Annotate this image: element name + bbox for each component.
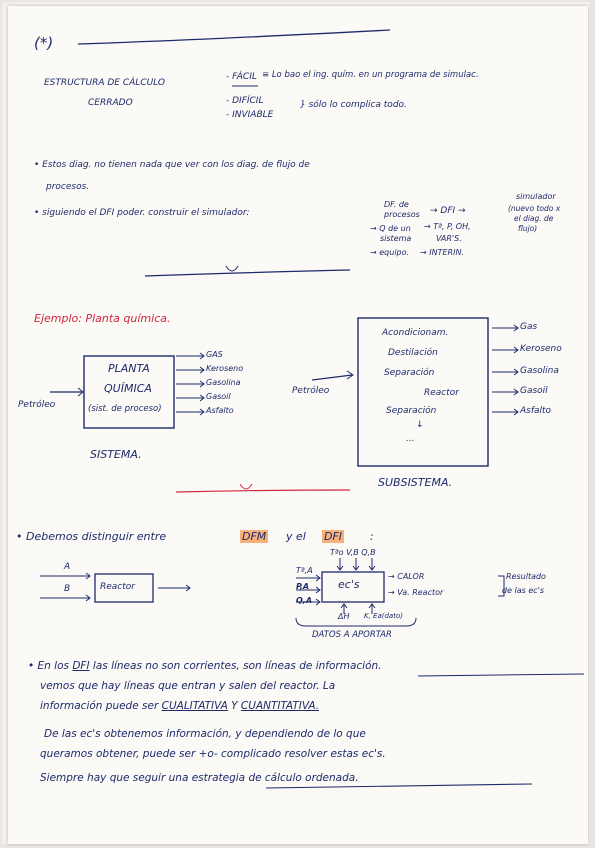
output-3: Gasolina	[206, 378, 241, 387]
bullet-diag-flujo-1: • Estos diag. no tienen nada que ver con…	[34, 160, 310, 170]
closing-1c: las líneas no son corrientes, son	[92, 660, 262, 672]
vars-2: VAR'S.	[436, 234, 462, 243]
top-vars: Tªo V,B Q,B	[330, 548, 376, 557]
estructura-label-2: CERRADO	[88, 98, 133, 108]
facil-description: ≡ Lo bao el ing. quím. en un programa de…	[262, 70, 479, 80]
left-var-pa: P,A	[296, 582, 310, 591]
closing-3d: CUANTITATIVA.	[240, 700, 320, 712]
vars-1: → Tª, P, OH,	[424, 222, 471, 231]
closing-line-2: vemos que hay líneas que entran y salen …	[40, 680, 336, 692]
simulador-label: simulador	[516, 192, 556, 201]
closing-line-6: Siempre hay que seguir una estrategia de…	[40, 772, 359, 784]
petroleo-input-left: Petróleo	[18, 400, 56, 410]
colon: :	[370, 530, 374, 543]
sub-item-4: Reactor	[424, 388, 459, 398]
q-sistema-1: → Q de un	[370, 224, 411, 233]
dfm-tag: DFM	[240, 530, 269, 543]
sub-item-5: Separación	[386, 406, 437, 416]
simulador-note-1: (nuevo todo x	[508, 204, 561, 213]
va-reactor-output: → Va. Reactor	[388, 588, 444, 597]
dificil-label: - DIFÍCIL	[226, 96, 264, 106]
sub-item-1: Acondicionam.	[382, 328, 449, 338]
sub-output-3: Gasolina	[520, 366, 559, 376]
planta-label-1: PLANTA	[108, 362, 150, 375]
brace-note: } sólo lo complica todo.	[300, 100, 407, 110]
sub-item-7: ...	[406, 434, 415, 444]
datos-aportar: DATOS A APORTAR	[312, 630, 392, 640]
inviable-label: - INVIABLE	[226, 110, 274, 120]
equipo-label: → equipo.	[370, 248, 410, 257]
sub-output-1: Gas	[520, 322, 538, 332]
sub-item-6: ↓	[416, 420, 424, 430]
df-procesos-2: procesos	[384, 210, 420, 219]
interin-label: → INTERIN.	[420, 248, 464, 257]
output-4: Gasoil	[206, 392, 231, 401]
dfi-tag: DFI	[322, 530, 345, 543]
closing-line-4: De las ec's obtenemos información, y dep…	[44, 728, 366, 740]
notebook-page	[8, 6, 588, 844]
subsistema-label: SUBSISTEMA.	[378, 476, 453, 489]
dfm-highlight: DFM	[240, 530, 269, 543]
bullet-dfi-simulador: • siguiendo el DFI poder. construir el s…	[34, 208, 250, 218]
dfi-highlight: DFI	[322, 530, 345, 543]
facil-label: - FÁCIL	[226, 72, 257, 82]
output-1: GAS	[206, 350, 223, 359]
closing-1d: líneas de información.	[265, 660, 382, 672]
left-var-ta: Tª,A	[296, 566, 313, 575]
closing-1b: DFI	[72, 660, 90, 672]
closing-line-1: • En los DFI las líneas no son corriente…	[28, 660, 381, 672]
planta-label-2: QUÍMICA	[104, 382, 152, 395]
stream-a: A	[64, 562, 71, 572]
sub-item-3: Separación	[384, 368, 435, 378]
closing-3c: Y	[231, 700, 238, 712]
resultado-label-2: de las ec's	[502, 586, 545, 595]
dfi-arrow-label: → DFI →	[430, 206, 466, 216]
stream-b: B	[64, 584, 71, 594]
df-procesos-1: DF. de	[384, 200, 409, 209]
reactor-box-label: Reactor	[100, 582, 135, 592]
closing-6b: estrategia de cálculo ordenada.	[191, 772, 359, 784]
estructura-label-1: ESTRUCTURA DE CÁLCULO	[44, 78, 166, 88]
planta-label-3: (sist. de proceso)	[88, 404, 162, 414]
output-5: Asfalto	[206, 406, 234, 415]
closing-1a: • En los	[28, 660, 69, 672]
calor-output: → CALOR	[388, 572, 425, 581]
sub-item-2: Destilación	[388, 348, 438, 358]
closing-line-3: información puede ser CUALITATIVA Y CUAN…	[40, 700, 319, 712]
delta-h: ΔH	[338, 612, 350, 621]
resultado-label-1: Resultado	[506, 572, 546, 581]
petroleo-input-right: Petróleo	[292, 386, 330, 396]
sub-output-5: Asfalto	[520, 406, 552, 416]
closing-line-5: queramos obtener, puede ser +o- complica…	[40, 748, 386, 760]
simulador-note-2: el diag. de	[514, 214, 554, 223]
sub-output-4: Gasoil	[520, 386, 548, 396]
dfm-intro: • Debemos distinguir entre	[16, 530, 167, 543]
output-2: Keroseno	[206, 364, 244, 373]
q-sistema-2: sistema	[380, 234, 412, 243]
k-ea: K, Ea(dato)	[364, 612, 403, 620]
sub-output-2: Keroseno	[520, 344, 562, 354]
bullet-diag-flujo-2: procesos.	[46, 182, 90, 192]
example-title: Ejemplo: Planta química.	[34, 312, 171, 325]
y-el-text: y el	[286, 530, 306, 543]
closing-3a: información puede ser	[40, 700, 159, 712]
closing-6a: Siempre hay que seguir una	[40, 772, 189, 784]
left-var-qa: Q,A	[296, 596, 313, 605]
ecs-box-label: ec's	[338, 578, 360, 591]
asterisk-mark: (*)	[34, 34, 54, 52]
simulador-note-3: flujo)	[518, 224, 538, 233]
sistema-label: SISTEMA.	[90, 448, 142, 461]
closing-3b: CUALITATIVA	[161, 700, 228, 712]
